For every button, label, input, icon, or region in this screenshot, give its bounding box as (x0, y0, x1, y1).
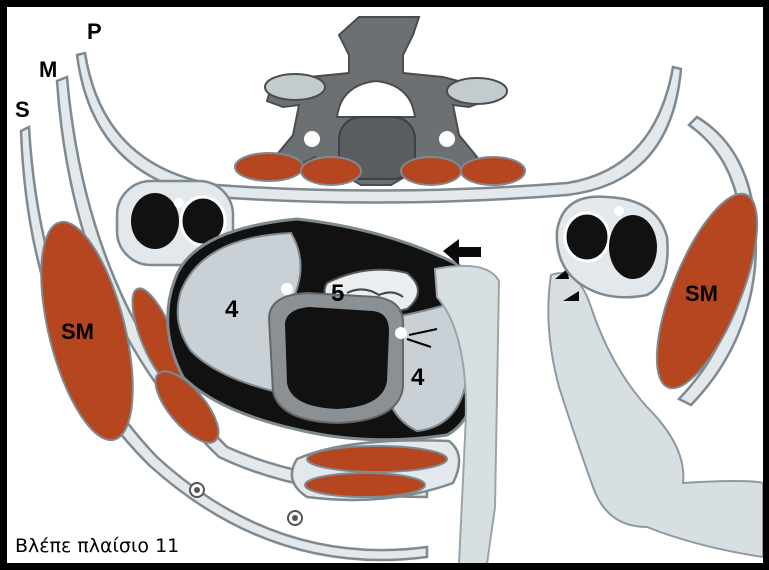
label-s: S (15, 97, 30, 122)
small-vessel-1-core (194, 487, 200, 493)
transverse-process-right (447, 78, 507, 104)
small-vessel-2-core (292, 515, 298, 521)
prevertebral-muscle-4 (461, 157, 525, 185)
anterior-lower-muscles (292, 440, 459, 500)
caption: Βλέπε πλαίσιο 11 (15, 535, 179, 557)
carotid-artery-right (565, 213, 609, 261)
prevertebral-muscle-2 (301, 157, 361, 185)
prevertebral-muscle-3 (401, 157, 461, 185)
nerve-left (281, 283, 293, 295)
label-m: M (39, 57, 57, 82)
infrahyoid-muscle-lower (305, 473, 425, 497)
jugular-vein-left (131, 193, 179, 249)
label-p: P (87, 19, 102, 44)
infrahyoid-muscle-upper (307, 446, 447, 472)
jugular-vein-right (609, 215, 657, 279)
visceral-compartment: 4 4 5 (168, 219, 484, 440)
trachea-lumen (285, 307, 389, 409)
sm-right-label: SM (685, 281, 718, 306)
foramen-transversarium-right (439, 131, 455, 147)
vertebra (235, 17, 525, 185)
foramen-transversarium-left (304, 131, 320, 147)
vagus-nerve-left (174, 198, 184, 208)
prevertebral-muscle-1 (235, 153, 303, 181)
sm-left-label: SM (61, 319, 94, 344)
neck-fascia-diagram: .fas { fill: #e2e8ec; stroke: #7f8a90; s… (7, 7, 763, 564)
transverse-process-left (265, 74, 325, 100)
vagus-nerve-right (614, 206, 624, 216)
label-5: 5 (331, 280, 344, 307)
nerve-right (395, 327, 407, 339)
label-4-right: 4 (411, 364, 425, 391)
label-4-left: 4 (225, 296, 239, 323)
